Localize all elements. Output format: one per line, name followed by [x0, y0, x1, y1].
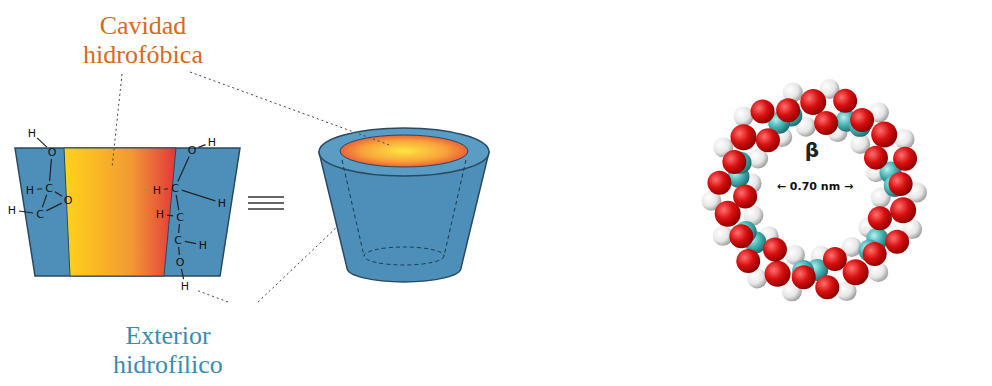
atom-sphere [871, 121, 897, 147]
bond-line [178, 224, 180, 233]
atom-sphere [890, 197, 916, 223]
atom-sphere [734, 106, 754, 126]
leader-lines [112, 72, 392, 302]
bond-line [164, 188, 168, 190]
atom-sphere [800, 89, 826, 115]
bond-line [176, 195, 179, 210]
atom-sphere [864, 146, 888, 170]
bond-line [50, 159, 52, 181]
atom-label: O [48, 147, 57, 158]
atom-sphere [843, 259, 869, 285]
bond-line [37, 138, 47, 147]
region-label: Cavidad hidrofóbica [53, 11, 233, 69]
atom-label: H [199, 240, 207, 251]
atom-sphere [885, 230, 909, 254]
atom-label: C [36, 209, 44, 220]
atom-label: H [153, 185, 161, 196]
region-label: Exterior hidrofílico [78, 321, 258, 379]
atom-sphere [889, 172, 913, 196]
space-filling-model [701, 79, 927, 301]
bond-line [55, 192, 62, 197]
bond-line [178, 247, 180, 255]
atom-sphere [815, 275, 839, 299]
atom-sphere [729, 224, 753, 248]
atom-sphere [895, 129, 915, 149]
atom-label: H [208, 137, 216, 148]
atom-sphere [893, 147, 917, 171]
atom-label: H [218, 198, 226, 209]
atom-label: C [176, 212, 184, 223]
bond-line [46, 203, 61, 211]
hydrophobic-band [64, 148, 176, 276]
bond-line [37, 188, 42, 190]
atom-label: O [188, 145, 197, 156]
atom-sphere [868, 206, 892, 230]
bond-line [185, 241, 196, 243]
atom-sphere [776, 98, 800, 122]
atom-label: O [176, 257, 185, 268]
bond-line [182, 190, 216, 201]
atom-sphere [792, 265, 816, 289]
atom-sphere [763, 237, 787, 261]
atom-sphere [731, 124, 757, 150]
atom-label: C [174, 235, 182, 246]
atom-sphere [814, 111, 838, 135]
atom-label: H [8, 205, 16, 216]
bond-line [42, 195, 46, 208]
bond-line [181, 269, 183, 279]
atom-label: C [45, 183, 53, 194]
bond-line [178, 156, 189, 181]
equivalence-sign [248, 197, 284, 209]
atom-sphere [765, 261, 791, 287]
atom-sphere [707, 171, 731, 195]
bond-line [19, 211, 33, 213]
atom-label: O [64, 195, 73, 206]
atom-sphere [823, 247, 847, 271]
atom-label: H [26, 185, 34, 196]
bond-line [167, 214, 173, 216]
atom-sphere [756, 128, 780, 152]
molecule-symbol: β [805, 138, 819, 162]
atom-sphere [722, 150, 746, 174]
trapezoid-body [15, 148, 240, 276]
atom-label: C [171, 183, 179, 194]
atom-sphere [736, 249, 760, 273]
atom-sphere [833, 89, 857, 113]
cup [319, 128, 489, 282]
bonds [19, 138, 215, 279]
atom-label: H [156, 209, 164, 220]
bond-line [198, 145, 205, 148]
atom-sphere [863, 242, 887, 266]
atom-sphere [733, 185, 757, 209]
atom-sphere [751, 100, 775, 124]
atom-sphere [850, 108, 874, 132]
dimension-label: ← 0.70 nm → [775, 180, 855, 193]
atom-label: H [28, 128, 36, 139]
atom-label: H [181, 281, 189, 292]
